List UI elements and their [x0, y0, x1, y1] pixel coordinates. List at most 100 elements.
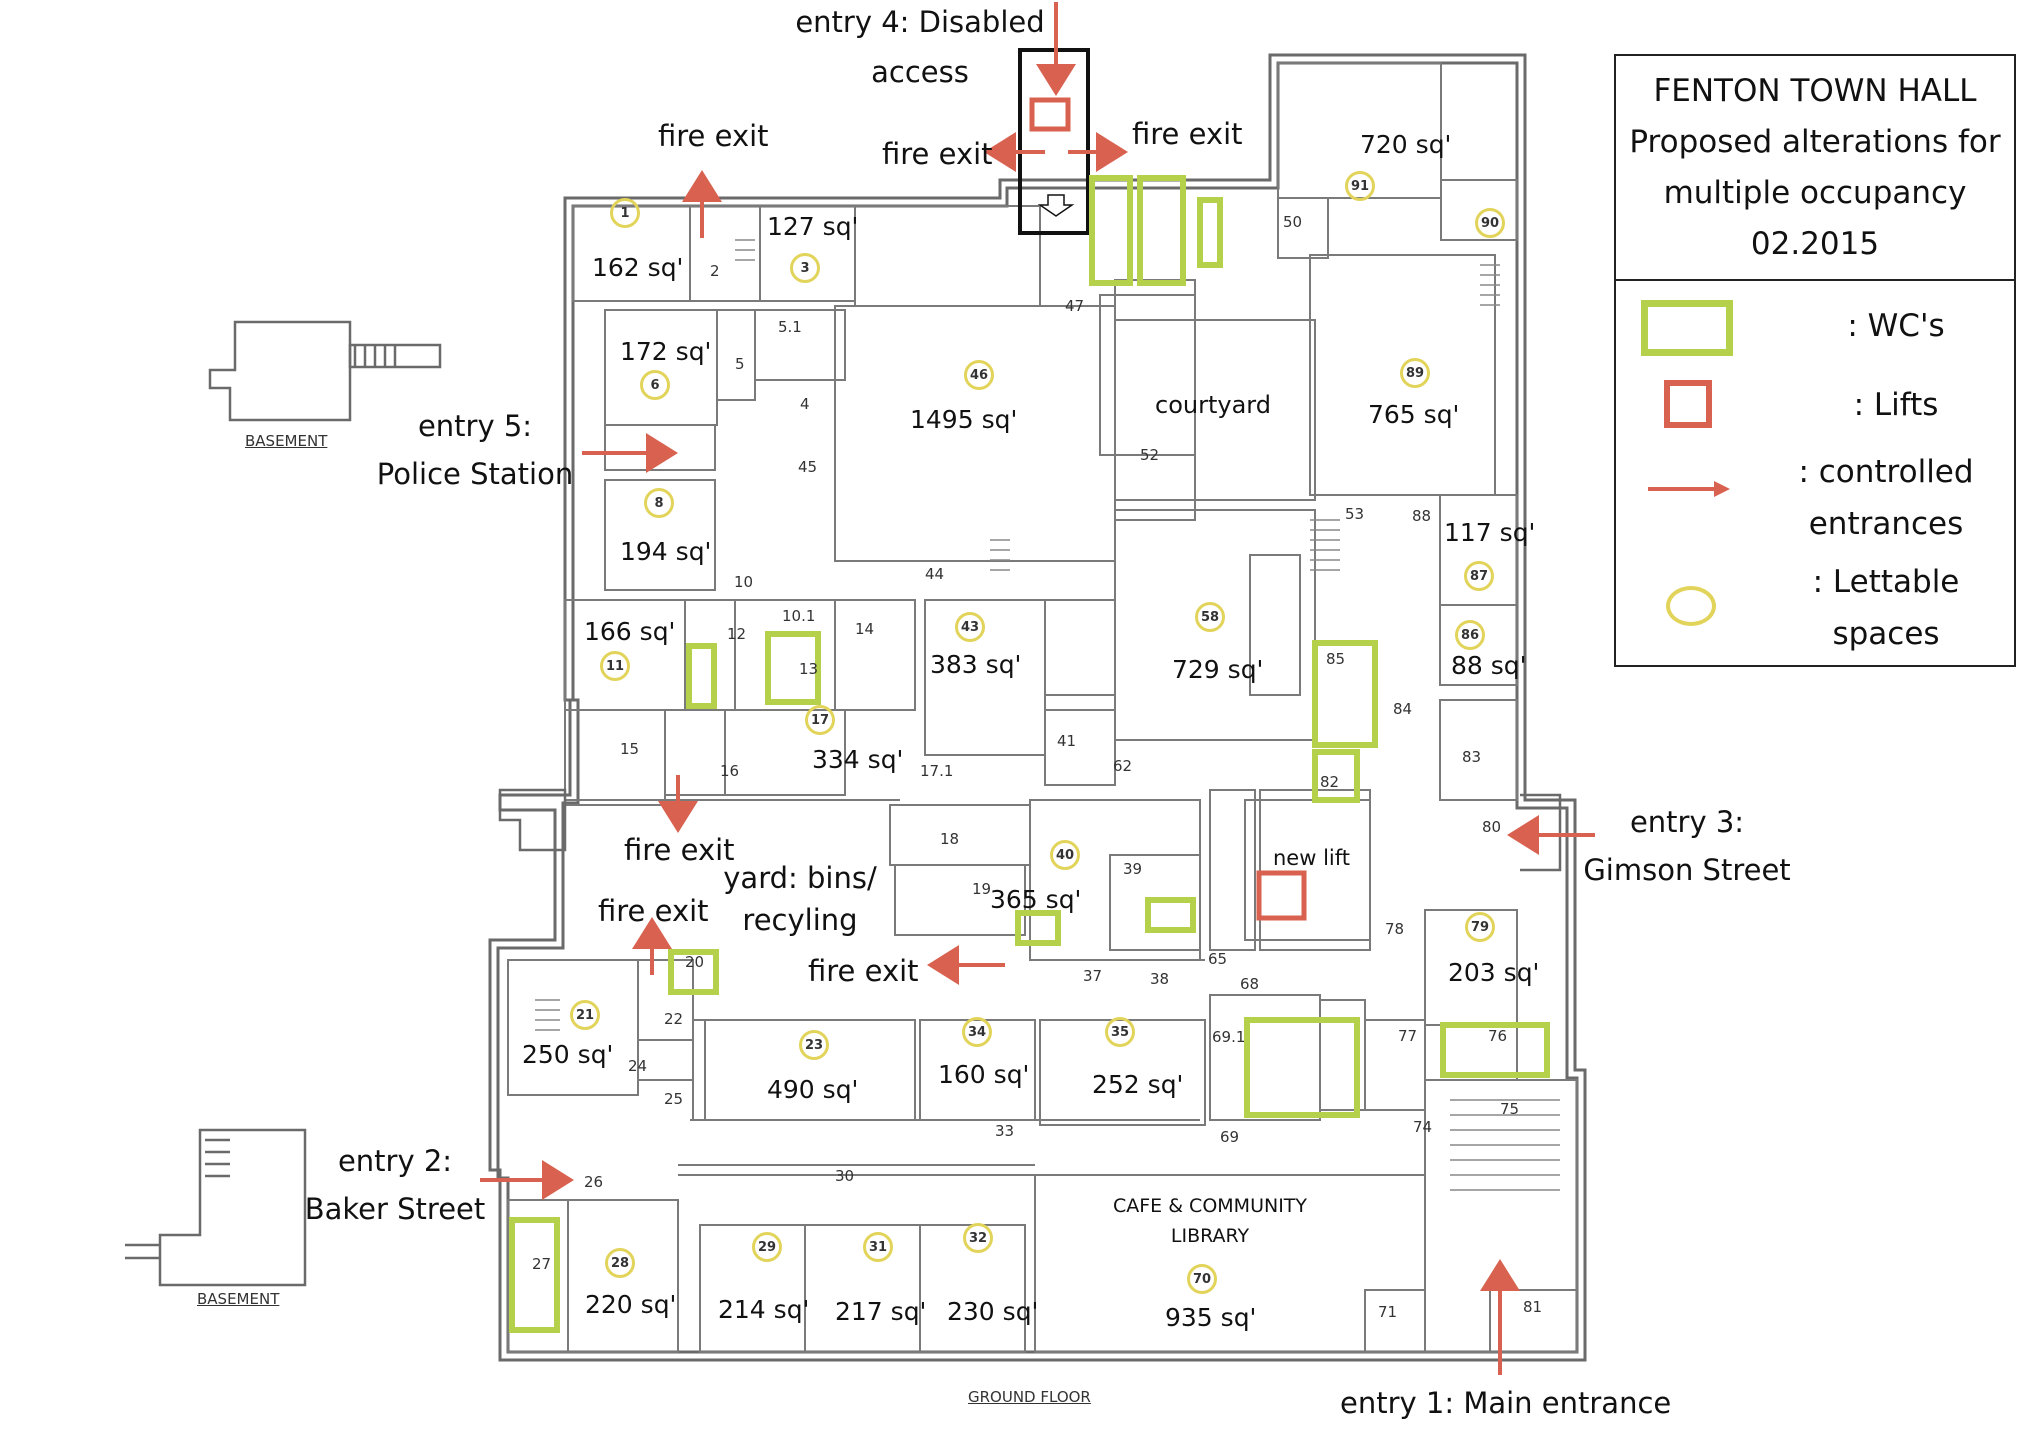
cafe-line1: CAFE & COMMUNITY — [1112, 1195, 1308, 1217]
legend-label: : Lettable spaces — [1766, 556, 2006, 660]
space-area: 166 sq' — [584, 617, 676, 646]
lettable-space-marker: 8 — [644, 488, 674, 518]
room-number: 20 — [685, 953, 705, 971]
room-number: 18 — [940, 830, 960, 848]
room-number: 81 — [1523, 1298, 1543, 1316]
room-number: 27 — [532, 1255, 552, 1273]
legend-label-line: spaces — [1832, 616, 1940, 652]
wc-rooms — [509, 175, 1550, 1333]
lettable-space-marker: 29 — [752, 1232, 782, 1262]
lettable-space-marker: 46 — [964, 360, 994, 390]
fire-exit-label: fire exit — [882, 137, 993, 171]
entry3-line2: Gimson Street — [1583, 853, 1791, 888]
entry2-line2: Baker Street — [304, 1192, 486, 1227]
space-area: 383 sq' — [930, 650, 1022, 679]
space-area: 127 sq' — [767, 212, 859, 241]
basement-label-lower: BASEMENT — [197, 1290, 280, 1308]
space-area: 365 sq' — [990, 885, 1082, 914]
lettable-space-marker: 89 — [1400, 358, 1430, 388]
legend-label-line: entrances — [1808, 506, 1964, 542]
room-number: 80 — [1482, 818, 1502, 836]
room-number: 52 — [1140, 446, 1160, 464]
room-number: 62 — [1113, 757, 1133, 775]
entry4-line1: entry 4: Disabled — [795, 5, 1045, 39]
room-number: 75 — [1500, 1100, 1520, 1118]
fire-exit-label: fire exit — [808, 954, 919, 988]
legend-item-wc: : WC's — [1616, 296, 2014, 366]
room-number: 22 — [664, 1010, 684, 1028]
room-number: 25 — [664, 1090, 684, 1108]
room-number: 78 — [1385, 920, 1405, 938]
legend-title-line: multiple occupancy — [1663, 174, 1967, 211]
room-number: 88 — [1412, 507, 1432, 525]
legend-label: : WC's — [1847, 308, 1945, 344]
legend-item-lettable: : Lettable spaces — [1616, 556, 2014, 661]
legend-title-line: Proposed alterations for — [1629, 123, 2001, 160]
yard-label: yard: bins/ recyling — [720, 860, 880, 939]
lettable-space-marker: 87 — [1464, 561, 1494, 591]
fire-exit-label: fire exit — [598, 894, 709, 928]
lifts — [1029, 97, 1307, 921]
entry5-line2: Police Station — [376, 457, 574, 492]
lettable-space-marker: 23 — [799, 1030, 829, 1060]
fire-exit-label: fire exit — [624, 833, 735, 867]
room-number: 5.1 — [778, 318, 802, 336]
space-area: 194 sq' — [620, 537, 712, 566]
space-area: 252 sq' — [1092, 1070, 1184, 1099]
lettable-space-marker: 43 — [955, 612, 985, 642]
room-number: 53 — [1345, 505, 1365, 523]
space-area: 935 sq' — [1165, 1303, 1257, 1332]
space-area: 220 sq' — [585, 1290, 677, 1319]
room-number: 50 — [1283, 213, 1303, 231]
room-number: 41 — [1057, 732, 1077, 750]
room-number: 82 — [1320, 773, 1340, 791]
room-number: 71 — [1378, 1303, 1398, 1321]
room-number: 24 — [628, 1057, 648, 1075]
lettable-space-marker: 1 — [610, 198, 640, 228]
space-area: 160 sq' — [938, 1060, 1030, 1089]
room-number: 10.1 — [782, 607, 816, 625]
room-number: 16 — [720, 762, 740, 780]
entry2-line1: entry 2: — [337, 1144, 453, 1178]
space-area: 720 sq' — [1360, 130, 1452, 159]
entrance-arrows — [480, 2, 1595, 1375]
ground-floor-label: GROUND FLOOR — [968, 1388, 1091, 1406]
lettable-space-marker: 6 — [640, 370, 670, 400]
space-area: 117 sq' — [1444, 518, 1536, 547]
basement-label-upper: BASEMENT — [245, 432, 328, 450]
room-number: 30 — [835, 1167, 855, 1185]
new-lift-label: new lift — [1273, 846, 1351, 870]
legend-label-line: : controlled — [1798, 454, 1974, 490]
lettable-space-marker: 70 — [1187, 1264, 1217, 1294]
lettable-space-marker: 3 — [790, 253, 820, 283]
room-number: 65 — [1208, 950, 1228, 968]
lettable-space-marker: 32 — [963, 1223, 993, 1253]
space-area: 203 sq' — [1448, 958, 1540, 987]
entry3-label: entry 3: Gimson Street — [1572, 804, 1802, 889]
fire-exit-label: fire exit — [658, 119, 769, 153]
space-area: 1495 sq' — [910, 405, 1018, 434]
lettable-space-marker: 79 — [1465, 912, 1495, 942]
space-area: 88 sq' — [1451, 651, 1527, 680]
arrow-swatch — [1648, 481, 1730, 497]
legend-label: : Lifts — [1853, 387, 1939, 423]
room-number: 74 — [1413, 1118, 1433, 1136]
space-area: 729 sq' — [1172, 655, 1264, 684]
yard-line2: recyling — [742, 903, 858, 938]
building-walls — [488, 53, 1587, 1362]
room-number: 68 — [1240, 975, 1260, 993]
entry4-line2: access — [871, 55, 969, 90]
entry2-label: entry 2: Baker Street — [300, 1143, 490, 1228]
room-number: 26 — [584, 1173, 604, 1191]
lift-swatch — [1664, 380, 1712, 428]
room-number: 84 — [1393, 700, 1413, 718]
entry3-line1: entry 3: — [1629, 805, 1745, 839]
room-number: 19 — [972, 880, 992, 898]
space-area: 250 sq' — [522, 1040, 614, 1069]
room-number: 12 — [727, 625, 747, 643]
lettable-space-marker: 86 — [1455, 620, 1485, 650]
lettable-space-marker: 31 — [863, 1232, 893, 1262]
lettable-space-marker: 28 — [605, 1248, 635, 1278]
room-number: 45 — [798, 458, 818, 476]
legend-title: FENTON TOWN HALL Proposed alterations fo… — [1616, 56, 2014, 281]
